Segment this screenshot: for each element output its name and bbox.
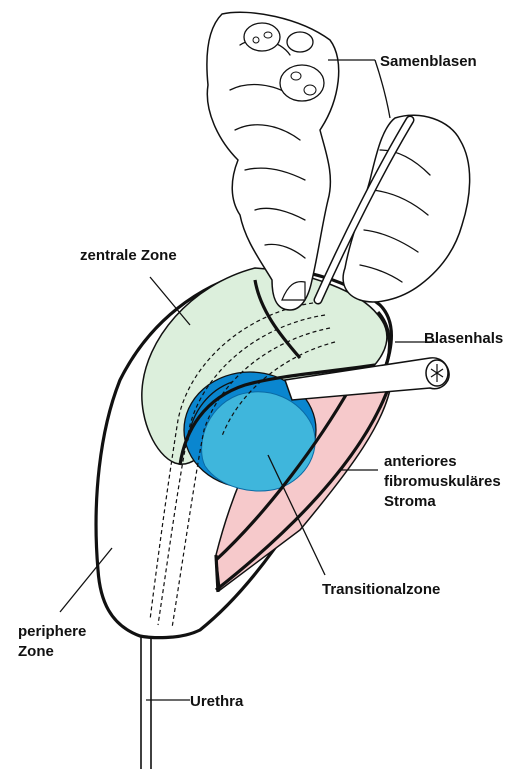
label-periphere: periphere xyxy=(18,623,86,640)
label-stroma: Stroma xyxy=(384,493,436,510)
label-anteriores: anteriores xyxy=(384,453,457,470)
urethra xyxy=(141,636,151,769)
label-zentrale-zone: zentrale Zone xyxy=(80,247,177,264)
label-zone: Zone xyxy=(18,643,54,660)
label-urethra: Urethra xyxy=(190,693,244,710)
label-samenblasen: Samenblasen xyxy=(380,53,477,70)
label-blasenhals: Blasenhals xyxy=(424,330,503,347)
label-fibromuskulaeres: fibromuskuläres xyxy=(384,473,501,490)
label-transitionalzone: Transitionalzone xyxy=(322,581,440,598)
